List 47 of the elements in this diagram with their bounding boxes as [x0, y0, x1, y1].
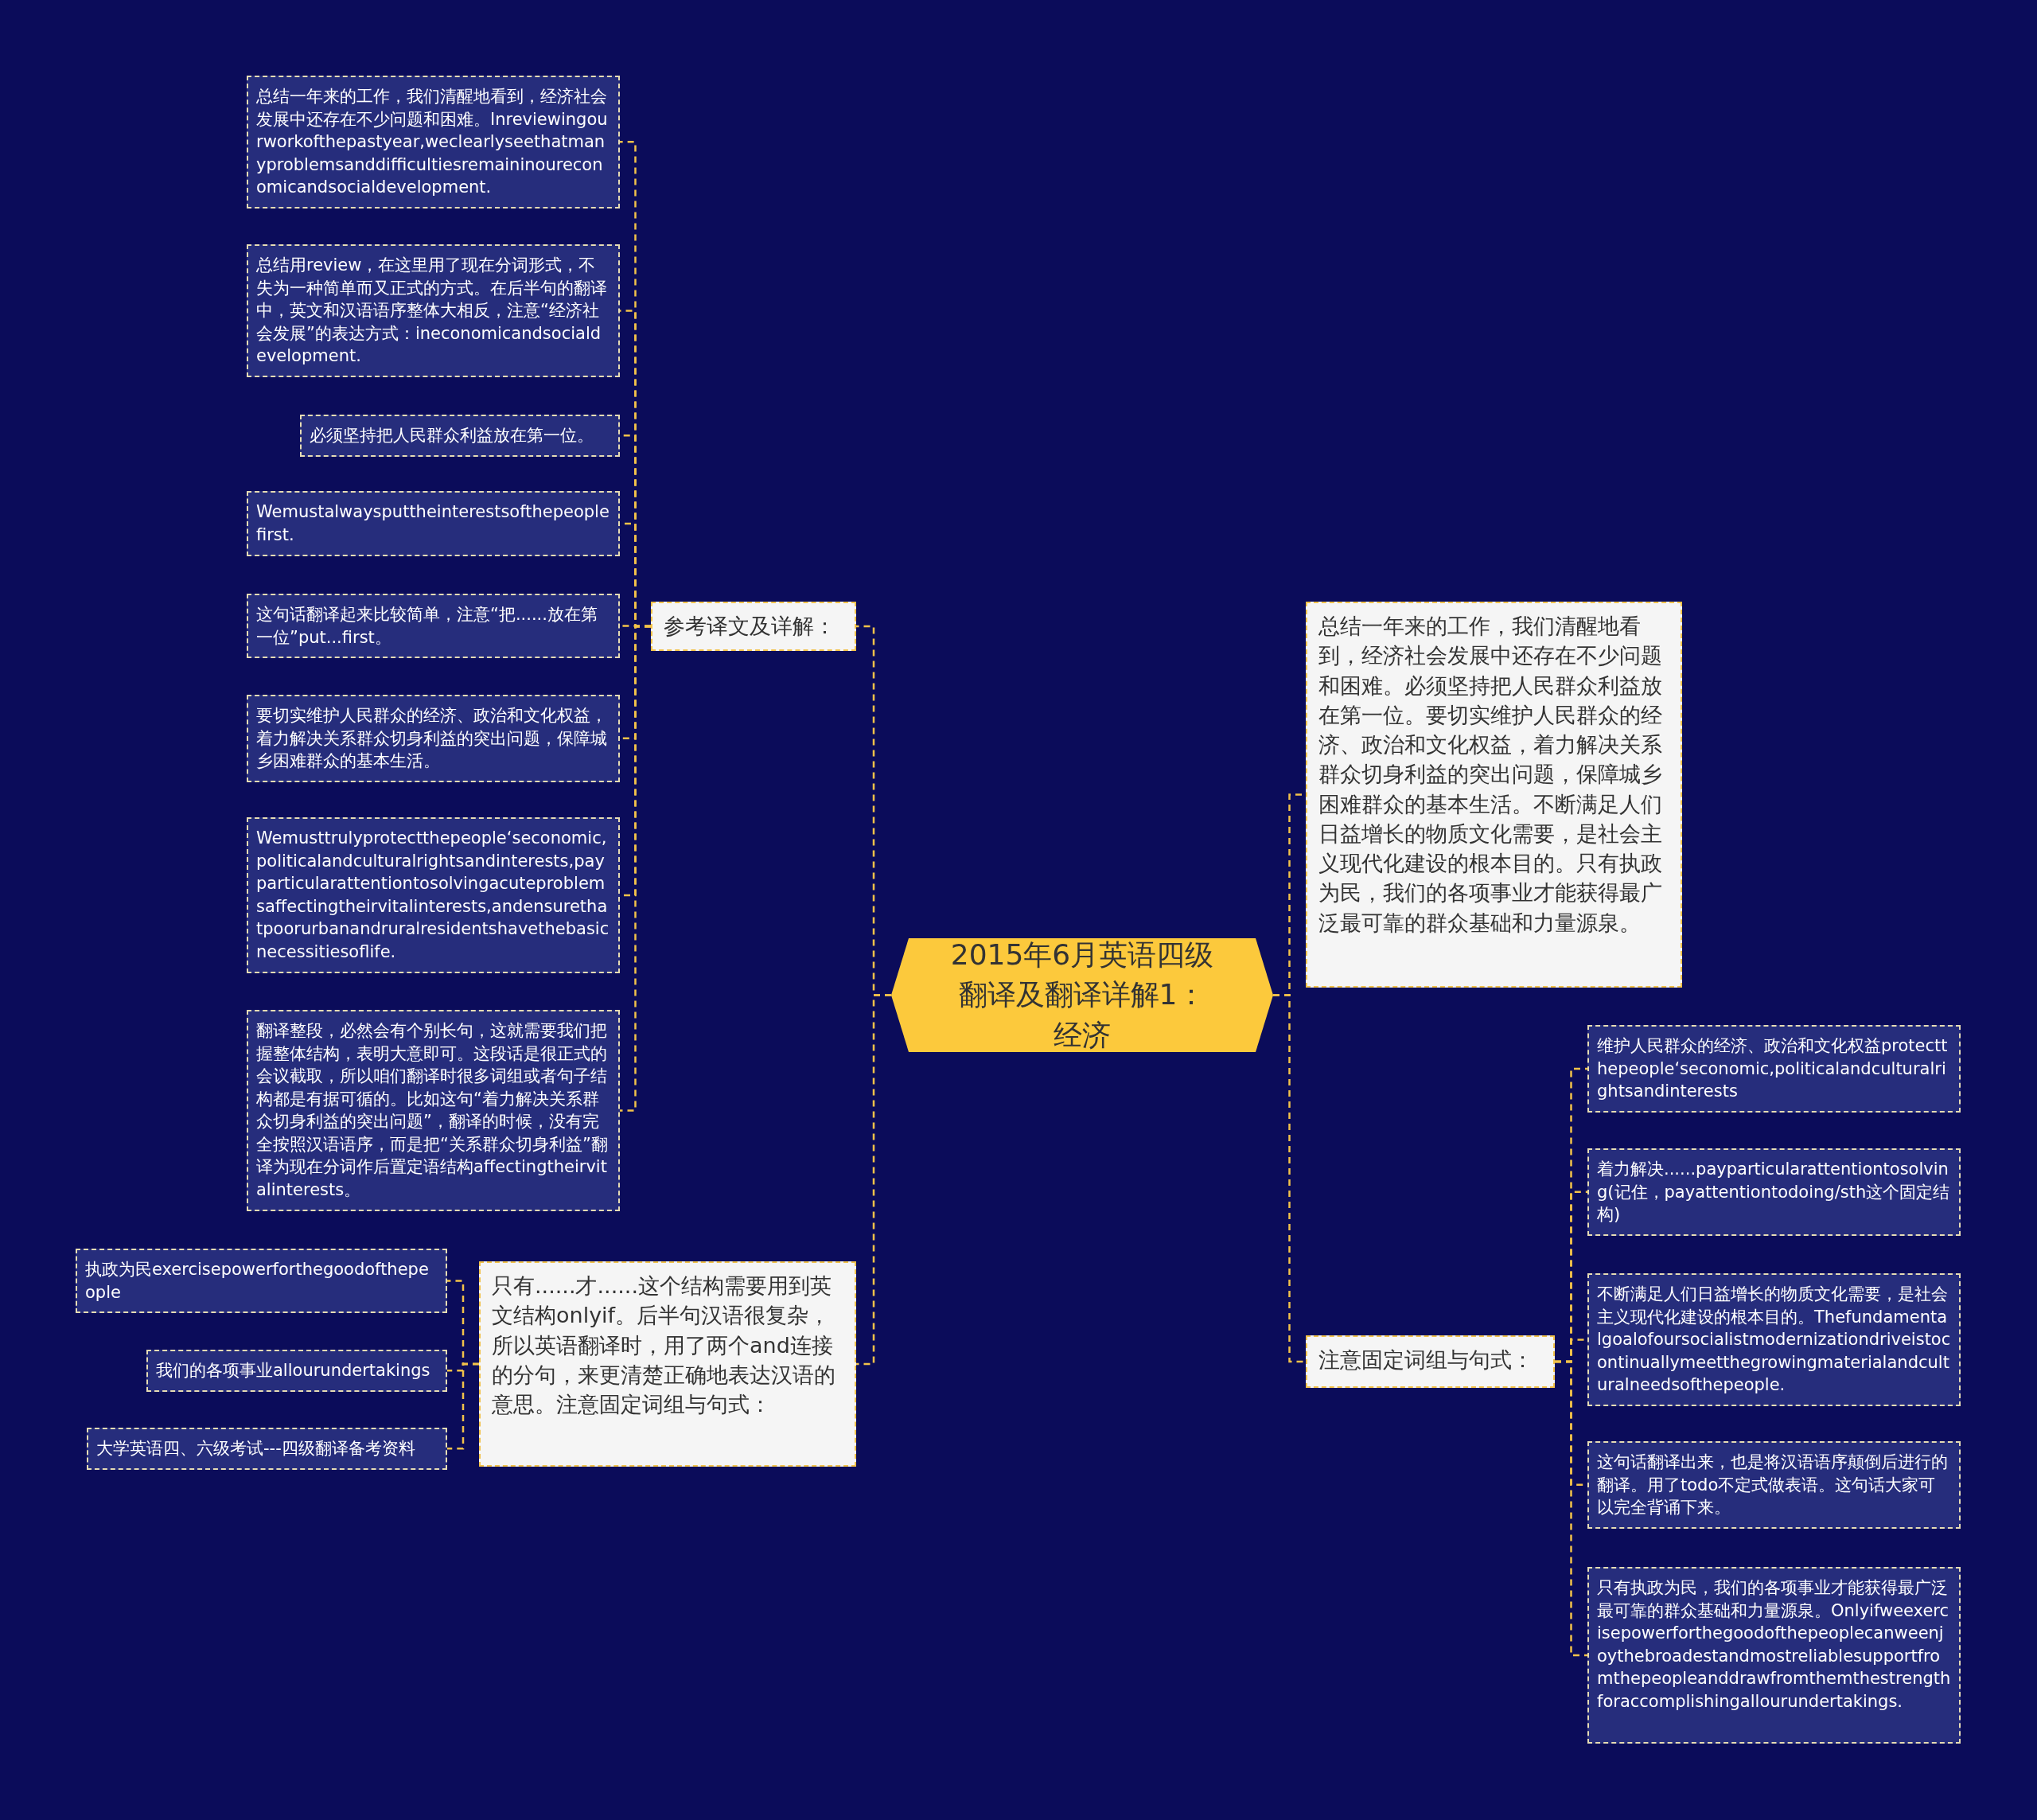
connector-line [1273, 994, 1306, 1363]
node-text: 着力解决......payparticularattentiontosolving(记住，payattentiontodoing/sth这个固定结构) [1597, 1159, 1951, 1226]
node-text: 这句话翻译起来比较简单，注意“把......放在第一位”put...first。 [256, 604, 598, 649]
node-text: 参考译文及详解： [664, 613, 836, 640]
node-text: Wemustalwaysputtheinterestsofthepeoplefirst. [256, 501, 610, 546]
note-box [247, 817, 620, 973]
note-box [1587, 1025, 1961, 1113]
node-text: 总结用review，在这里用了现在分词形式，不失为一种简单而又正式的方式。在后半句的翻译中，英文和汉语语序整体大相反，注意“经济社会发展”的表达方式：ineconomicandsocialdevelopment. [256, 255, 608, 368]
note-box [247, 1010, 620, 1211]
topic-hexagon [891, 938, 1273, 1052]
node-text: 必须坚持把人民群众利益放在第一位。 [310, 425, 594, 446]
node-text: 维护人民群众的经济、政治和文化权益protectthepeople‘seconomic,politicalandculturalrightsandinterests [1597, 1035, 1949, 1103]
node-text: 这句话翻译出来，也是将汉语语序颠倒后进行的翻译。用了todo不定式做表语。这句话大家可以完全背诵下来。 [1597, 1452, 1949, 1519]
node-text: 总结一年来的工作，我们清醒地看到，经济社会发展中还存在不少问题和困难。Inreviewingourworkofthepastyear,weclearlyseethatmanyproblemsanddifficultiesremaininoureconomicandsocialdevelopment. [256, 86, 609, 199]
note-box [1587, 1148, 1961, 1236]
note-box [300, 415, 620, 457]
node-text: 不断满足人们日益增长的物质文化需要，是社会主义现代化建设的根本目的。Thefundamentalgoalofoursocialistmodernizationdriveistocontinuallymeetthegrowingmaterialandculturalneedsofthepeople. [1597, 1284, 1951, 1397]
note-box [247, 491, 620, 556]
node-text: 注意固定词组与句式： [1318, 1346, 1534, 1374]
node-text: 只有......才......这个结构需要用到英文结构onlyif。后半句汉语很复杂，所以英语翻译时，用了两个and连接的分句，来更清楚正确地表达汉语的意思。注意固定词组与句式： [492, 1272, 836, 1418]
note-box [1587, 1441, 1961, 1529]
note-box [247, 695, 620, 782]
node-text: 大学英语四、六级考试---四级翻译备考资料 [96, 1438, 416, 1460]
node-text: 我们的各项事业allourundertakings [156, 1360, 431, 1382]
branch-box [1306, 602, 1682, 988]
node-text: 总结一年来的工作，我们清醒地看到，经济社会发展中还存在不少问题和困难。必须坚持把人民群众利益放在第一位。要切实维护人民群众的经济、政治和文化权益，着力解决关系群众切身利益的突出问题，保障城乡困难群众的基本生活。不断满足人们日益增长的物质文化需要，是社会主义现代化建设的根本目的。只有执政为民，我们的各项事业才能获得最广泛最可靠的群众基础和力量源泉。 [1318, 613, 1663, 937]
branch-box [479, 1261, 856, 1467]
node-text: 翻译整段，必然会有个别长句，这就需要我们把握整体结构，表明大意即可。这段话是很正式的会议截取，所以咱们翻译时很多词组或者句子结构都是有据可循的。比如这句“着力解决关系群众切身利益的突出问题”，翻译的时候，没有完全按照汉语语序，而是把“关系群众切身利益”翻译为现在分词作后置定语结构affectingtheirvitalinterests。 [256, 1020, 609, 1201]
node-text: 只有执政为民，我们的各项事业才能获得最广泛最可靠的群众基础和力量源泉。Onlyifweexercisepowerforthegoodofthepeoplecanweenjoythebroadestandmostreliablesupportfromthepeopleanddrawfromthemthestrengthforaccomplishingallourundertakings. [1597, 1577, 1951, 1713]
node-text: 要切实维护人民群众的经济、政治和文化权益，着力解决关系群众切身利益的突出问题，保障城乡困难群众的基本生活。 [256, 705, 608, 773]
node-text: 执政为民exercisepowerforthegoodofthepeople [85, 1259, 430, 1304]
note-box [247, 76, 620, 209]
note-box [1587, 1567, 1961, 1744]
note-box [87, 1428, 447, 1470]
connector-line [447, 1362, 479, 1450]
connector-line [620, 625, 651, 1112]
connector-line [856, 994, 891, 1366]
note-box [76, 1249, 447, 1314]
connector-line [1555, 1360, 1587, 1657]
note-box [247, 594, 620, 659]
note-box [247, 244, 620, 377]
node-text: 2015年6月英语四级翻译及翻译详解1：经济 [949, 937, 1215, 1053]
note-box [1587, 1273, 1961, 1406]
branch-box [651, 602, 856, 651]
note-box [146, 1350, 447, 1392]
node-text: Wemusttrulyprotectthepeople‘seconomic,politicalandculturalrightsandinterests,payparticularattentiontosolvingacuteproblemsaffectingtheirvitalinterests,andensurethatpoorurbanandruralresidentshavethebasicnecessitiesoflife. [256, 828, 610, 963]
branch-box [1306, 1335, 1555, 1388]
